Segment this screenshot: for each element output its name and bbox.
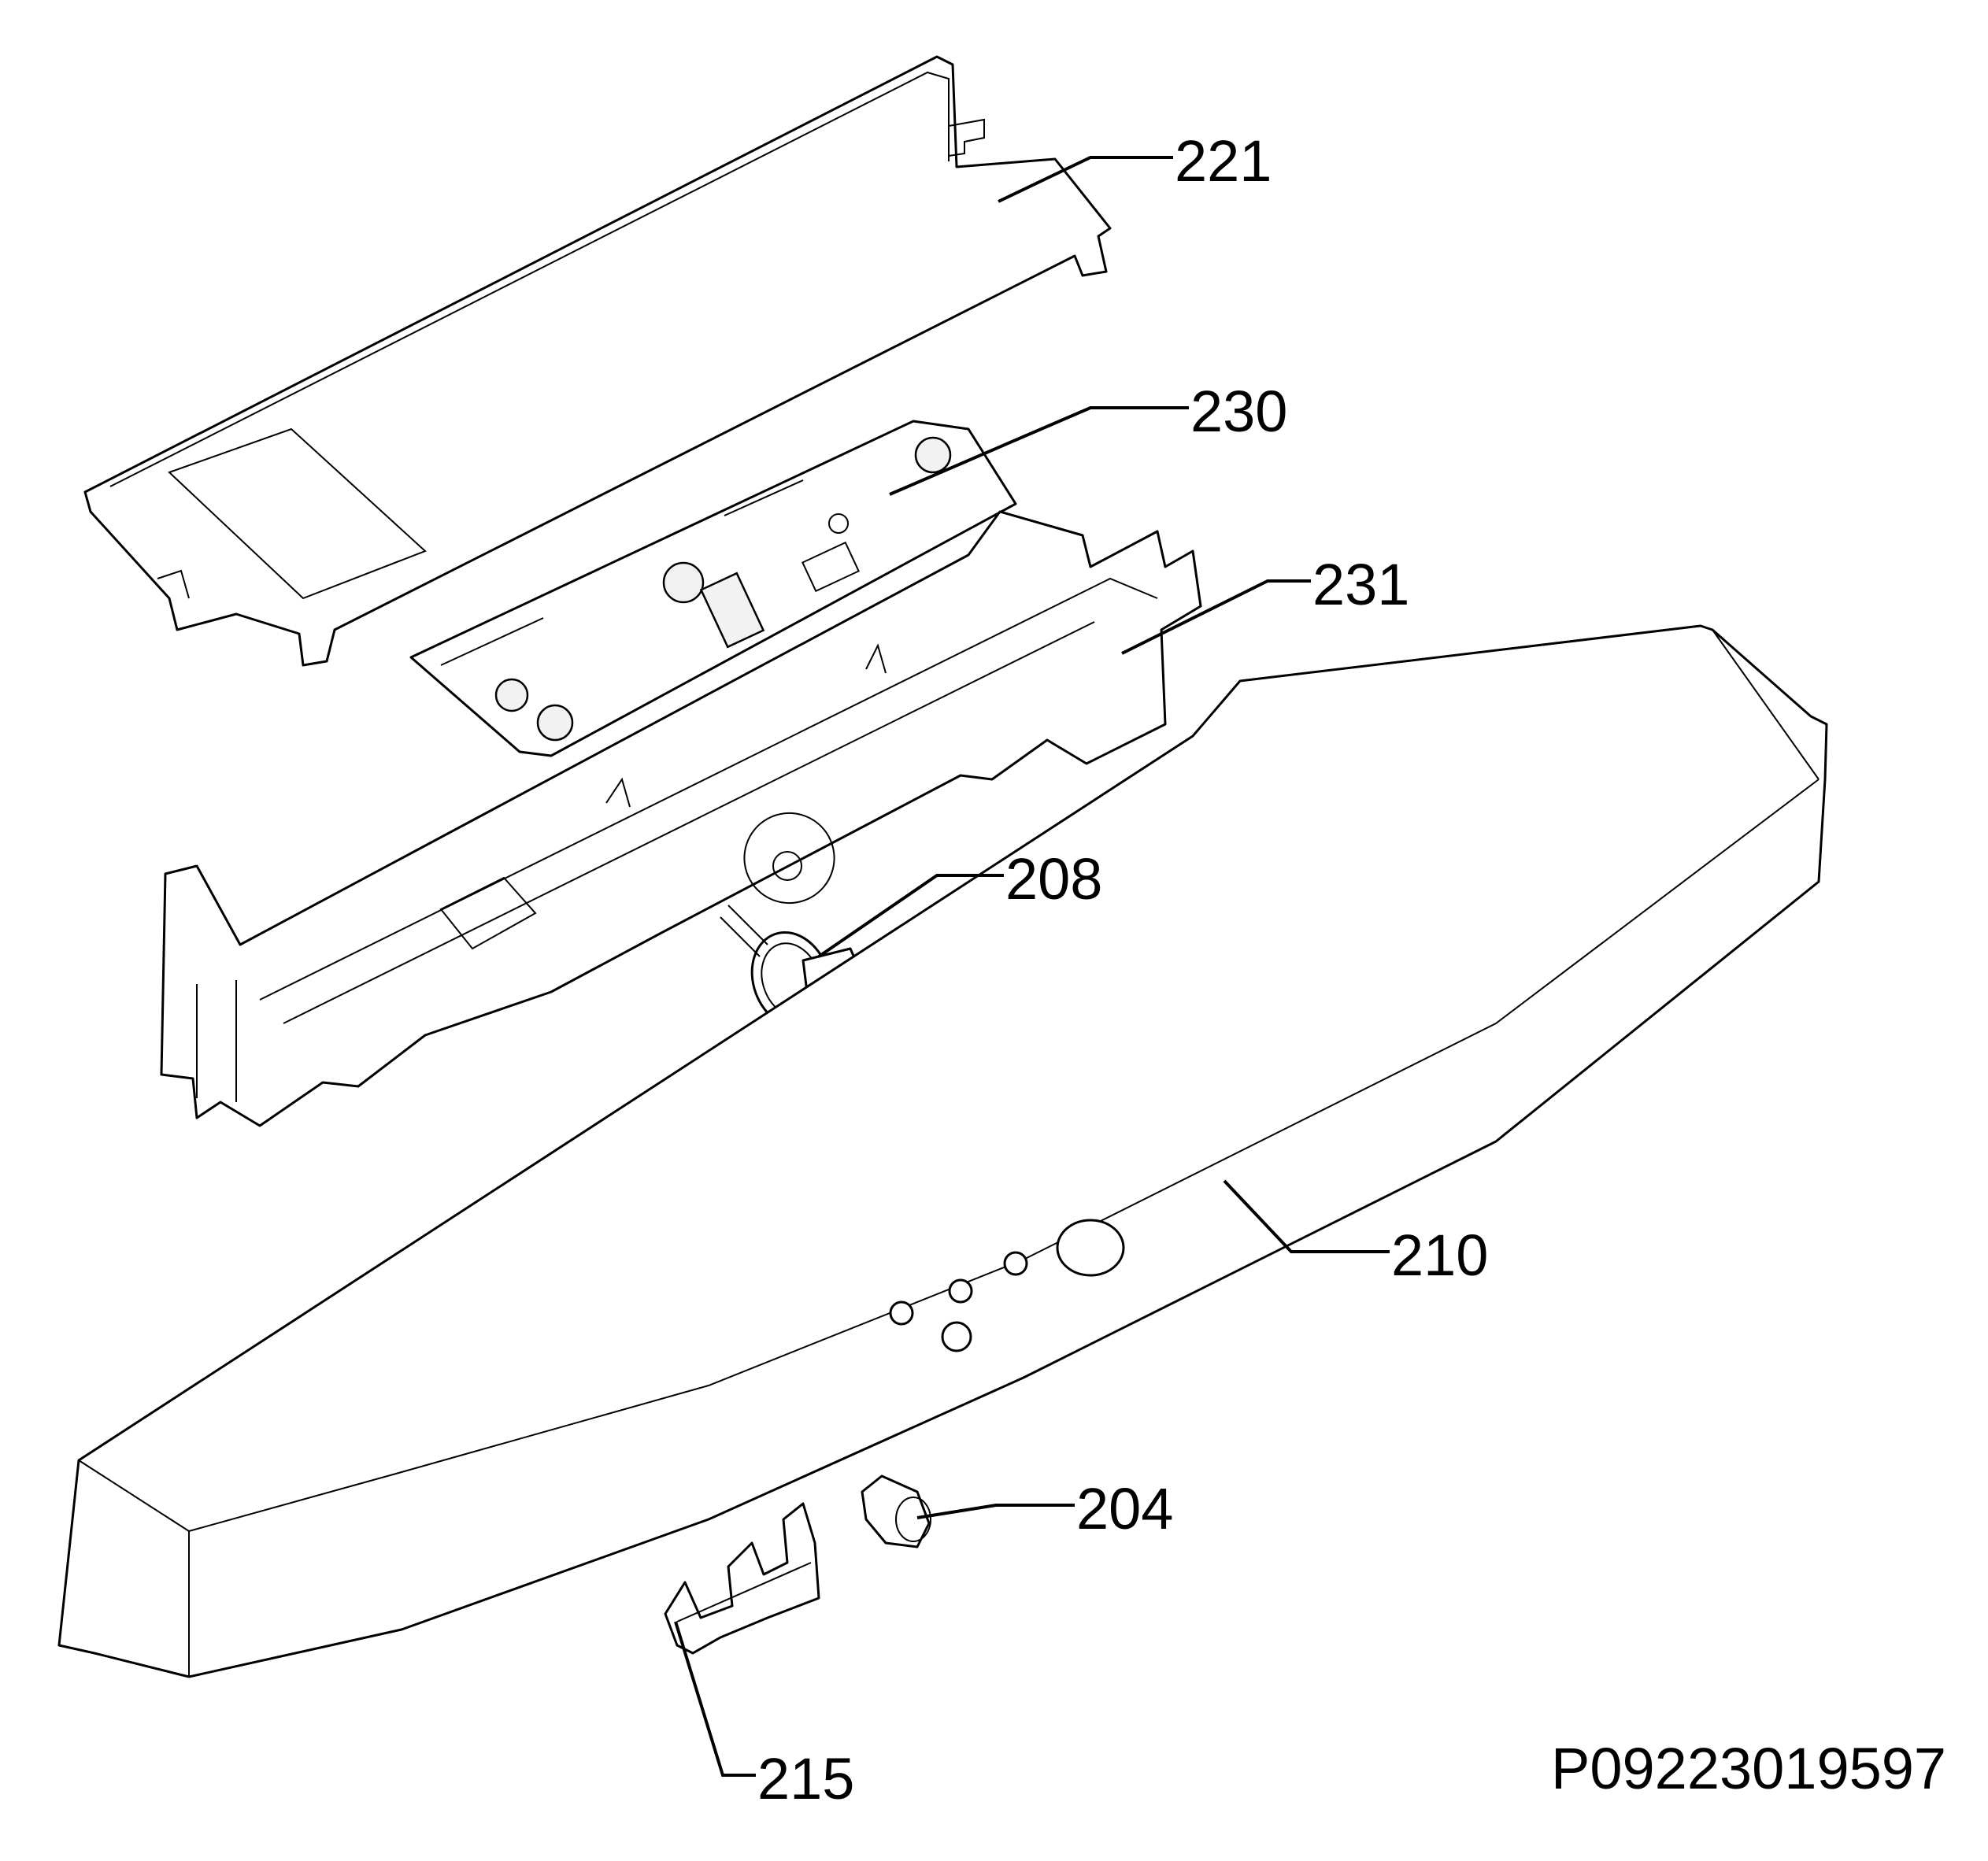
label-210: 210 — [1391, 1223, 1489, 1288]
label-215: 215 — [757, 1746, 855, 1811]
leader-210 — [1223, 1179, 1390, 1253]
label-204: 204 — [1076, 1476, 1174, 1541]
part-204-small-knob — [861, 1474, 931, 1548]
leader-204 — [916, 1504, 1075, 1519]
label-221: 221 — [1175, 128, 1272, 194]
leader-221 — [998, 156, 1173, 203]
leader-230 — [889, 406, 1189, 496]
document-id: P09223019597 — [1551, 1736, 1947, 1801]
label-208: 208 — [1005, 846, 1103, 912]
part-230-circuit-board — [409, 420, 1017, 757]
label-230: 230 — [1190, 379, 1288, 444]
leader-215 — [674, 1621, 756, 1777]
leader-231 — [1121, 579, 1311, 655]
leader-208 — [817, 874, 1004, 958]
leader-lines — [674, 156, 1390, 1777]
part-210-control-panel — [57, 624, 1828, 1678]
part-231-chassis-frame — [160, 510, 1202, 1127]
label-231: 231 — [1312, 552, 1410, 617]
part-221-cover — [83, 55, 1112, 667]
part-215-button-strip — [664, 1502, 820, 1655]
